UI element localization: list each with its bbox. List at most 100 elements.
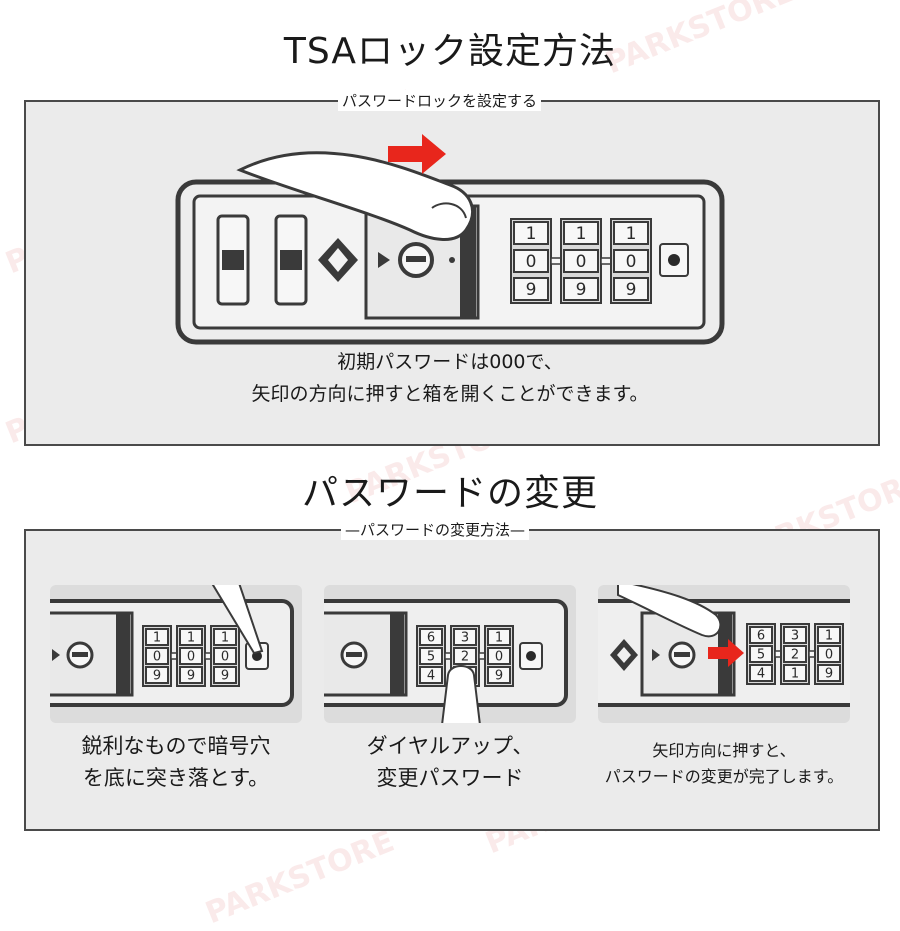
dial-digit: 2 [461, 650, 469, 665]
dial-digit: 9 [187, 669, 195, 684]
section2-title: パスワードの変更 [301, 473, 598, 514]
dial-digit-cell [563, 277, 599, 301]
dial-digit-cell [513, 277, 549, 301]
set-lock-caption: 初期パスワードは000で、 矢印の方向に押すと箱を開くことができます。 [24, 346, 876, 410]
dial-digit-cell [179, 647, 203, 665]
dial-digit-cell [783, 626, 807, 644]
dial-digit-cell [613, 249, 649, 273]
dial-digit: 0 [221, 650, 229, 665]
dial-digit: 9 [825, 667, 833, 682]
dial-digit-cell [487, 666, 511, 684]
push-direction-arrow [388, 134, 446, 174]
dial-digit: 9 [576, 280, 587, 300]
dial-digit-cell [213, 666, 237, 684]
finger-icon [617, 585, 722, 638]
dial-digit: 3 [791, 629, 799, 644]
dial-digit: 6 [757, 629, 765, 644]
change-password-panel-label: —パスワードの変更方法— [341, 519, 530, 540]
dial-digit: 1 [526, 224, 537, 244]
caption-line: ダイヤルアップ、 [366, 734, 534, 758]
caption-line: 鋭利なもので暗号穴 [81, 734, 271, 758]
dial-digit-cell [179, 628, 203, 646]
dial-digit-cell [613, 277, 649, 301]
dial-digit: 9 [153, 669, 161, 684]
dial-digit: 9 [495, 669, 503, 684]
dial-digit-cell [145, 666, 169, 684]
dial-digit-cell [783, 645, 807, 663]
dial-digit-cell [419, 628, 443, 646]
keyhole-icon [340, 641, 368, 669]
dial-digit-cell [453, 647, 477, 665]
dial-digit: 1 [825, 629, 833, 644]
dial-digit-cell [783, 664, 807, 682]
step3-illustration: 6 5 4 3 2 1 1 0 9 [598, 585, 850, 723]
dial-digit-cell [419, 647, 443, 665]
finger-icon [236, 151, 475, 241]
step1-caption: 鋭利なもので暗号穴 を底に突き落とす。 [40, 730, 312, 794]
dial-digit: 1 [153, 631, 161, 646]
step2-caption: ダイヤルアップ、 変更パスワード [314, 730, 586, 794]
dial-digit-cell [145, 647, 169, 665]
section1-title: TSAロック設定方法 [283, 31, 617, 72]
slot-icon [274, 214, 308, 306]
dial-digit: 5 [757, 648, 765, 663]
dial-digit: 3 [461, 631, 469, 646]
dial-digit: 1 [626, 224, 637, 244]
caption-line: パスワードの変更が完了します。 [604, 767, 844, 786]
dial-digit-cell [563, 221, 599, 245]
step3-caption: 矢印方向に押すと、 パスワードの変更が完了します。 [588, 738, 860, 790]
dial-digit-cell [453, 628, 477, 646]
push-direction-arrow [708, 639, 744, 667]
dial-digit-cell [513, 221, 549, 245]
keyhole-icon [668, 641, 696, 669]
dial-digit: 9 [221, 669, 229, 684]
dial-digit: 1 [576, 224, 587, 244]
caption-line: 変更パスワード [376, 766, 524, 790]
dial-digit-cell [817, 664, 841, 682]
dial-digit-cell [213, 647, 237, 665]
dial-digit-cell [419, 666, 443, 684]
caption-line: 矢印の方向に押すと箱を開くことができます。 [251, 383, 649, 405]
keyhole-icon [66, 641, 94, 669]
dial-digit: 0 [825, 648, 833, 663]
dial-axle [600, 257, 612, 265]
tsa-diamond-icon [610, 639, 638, 671]
dial-digit: 0 [576, 252, 587, 272]
dial-axle [550, 257, 562, 265]
dial-digit-cell [613, 221, 649, 245]
dial-digit-cell [817, 626, 841, 644]
dial-digit: 1 [495, 631, 503, 646]
caption-line: を底に突き落とす。 [82, 766, 270, 790]
dial-digit: 5 [427, 650, 435, 665]
dial-digit: 0 [187, 650, 195, 665]
dial-digit: 0 [153, 650, 161, 665]
caption-line: 矢印方向に押すと、 [652, 741, 796, 760]
dial-digit: 1 [221, 631, 229, 646]
dial-digit: 4 [757, 667, 765, 682]
dial-digit: 4 [427, 669, 435, 684]
dial-digit: 1 [791, 667, 799, 682]
dial-digit-cell [563, 249, 599, 273]
dial-digit-cell [749, 664, 773, 682]
dial-digit: 6 [427, 631, 435, 646]
dial-digit-cell [513, 249, 549, 273]
dial-digit: 9 [526, 280, 537, 300]
watermark: PARKSTORE [200, 823, 400, 931]
finger-icon [441, 665, 481, 723]
caption-line: 初期パスワードは000で、 [337, 351, 563, 373]
dial-digit: 0 [495, 650, 503, 665]
pin-tool-icon [211, 585, 264, 655]
slot-icon [216, 214, 250, 306]
dial-digit: 0 [626, 252, 637, 272]
dial-digit-cell [487, 628, 511, 646]
dial-digit-cell [213, 628, 237, 646]
dial-digit-cell [145, 628, 169, 646]
dial-digit: 2 [791, 648, 799, 663]
dial-digit: 9 [626, 280, 637, 300]
set-lock-panel-label: パスワードロックを設定する [338, 90, 542, 111]
dial-digit-cell [749, 626, 773, 644]
dial-digit-cell [487, 647, 511, 665]
